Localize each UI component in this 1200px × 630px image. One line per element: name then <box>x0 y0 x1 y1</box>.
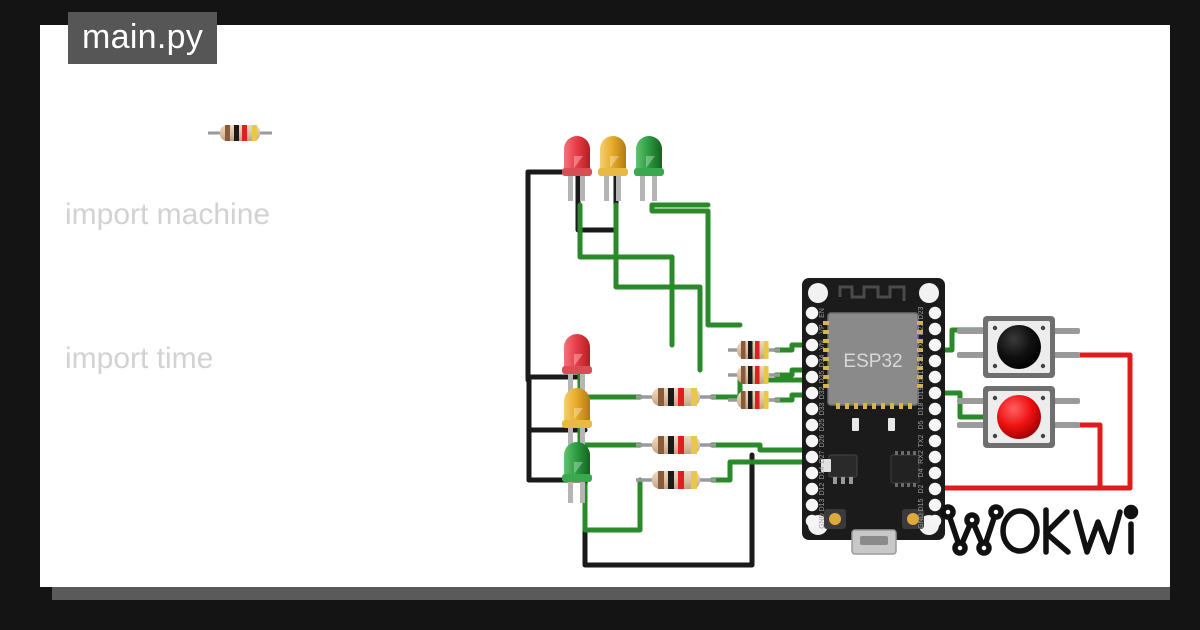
resistor[interactable] <box>728 341 780 359</box>
pin-label: D33 <box>819 402 826 415</box>
pin-label: VP <box>819 324 826 334</box>
led-yellow <box>598 136 628 201</box>
pin-label: D2 <box>918 484 925 493</box>
led-red <box>562 136 592 201</box>
traffic-light-1[interactable] <box>562 136 664 201</box>
file-tab-main-py[interactable]: main.py <box>68 12 218 64</box>
pin-label: D27 <box>819 450 826 463</box>
resistor[interactable] <box>636 388 716 406</box>
traffic-light-2[interactable] <box>562 334 592 503</box>
pin-label: D22 <box>918 322 925 335</box>
circuit-diagram[interactable]: ESP32 <box>40 25 1170 587</box>
pin-label: D32 <box>819 386 826 399</box>
pin-label: D26 <box>819 434 826 447</box>
resistor[interactable] <box>636 471 716 489</box>
pin-label: D13 <box>819 498 826 511</box>
pin-label: D19 <box>918 386 925 399</box>
pin-label: D23 <box>918 306 925 319</box>
pin-label: GND <box>819 513 826 529</box>
pin-label: D35 <box>819 370 826 383</box>
resistor[interactable] <box>208 125 272 141</box>
led-red <box>562 334 592 395</box>
pin-label: D34 <box>819 354 826 367</box>
pin-label: EN <box>819 308 826 318</box>
pushbutton-black[interactable] <box>957 316 1080 378</box>
pin-label: D18 <box>918 402 925 415</box>
diagram-canvas[interactable]: import machine import time #verkeerslich… <box>40 25 1170 587</box>
pin-label: TX2 <box>918 434 925 447</box>
pin-label: D25 <box>819 418 826 431</box>
esp32-right-header[interactable] <box>928 306 942 528</box>
resistor[interactable] <box>728 366 780 384</box>
esp32-left-header[interactable] <box>805 306 819 528</box>
pin-label: RX2 <box>918 450 925 464</box>
pin-label: D15 <box>918 498 925 511</box>
wokwi-logo <box>940 502 1140 565</box>
led-green <box>562 442 592 503</box>
resistor[interactable] <box>728 391 780 409</box>
pin-label: D21 <box>918 370 925 383</box>
pin-label: GND <box>918 513 925 529</box>
resistor[interactable] <box>636 436 716 454</box>
esp32-chip-label: ESP32 <box>843 351 902 372</box>
esp32-board[interactable]: ESP32 <box>802 278 945 555</box>
pin-label: D12 <box>819 482 826 495</box>
led-green <box>634 136 664 201</box>
led-yellow <box>562 388 592 449</box>
pin-label: D4 <box>918 468 925 477</box>
esp32-left-pin-labels: EN VP VN D34 D35 D32 D33 D25 D26 D27 D14… <box>819 308 826 529</box>
pin-label: RX0 <box>918 354 925 368</box>
pin-label: VN <box>819 340 826 350</box>
pin-label: D5 <box>918 420 925 429</box>
pin-label: TX0 <box>918 338 925 351</box>
pushbutton-red[interactable] <box>957 386 1080 448</box>
esp32-right-pin-labels: D23 D22 TX0 RX0 D21 D19 D18 D5 TX2 RX2 D… <box>918 306 925 528</box>
pin-label: D14 <box>819 466 826 479</box>
